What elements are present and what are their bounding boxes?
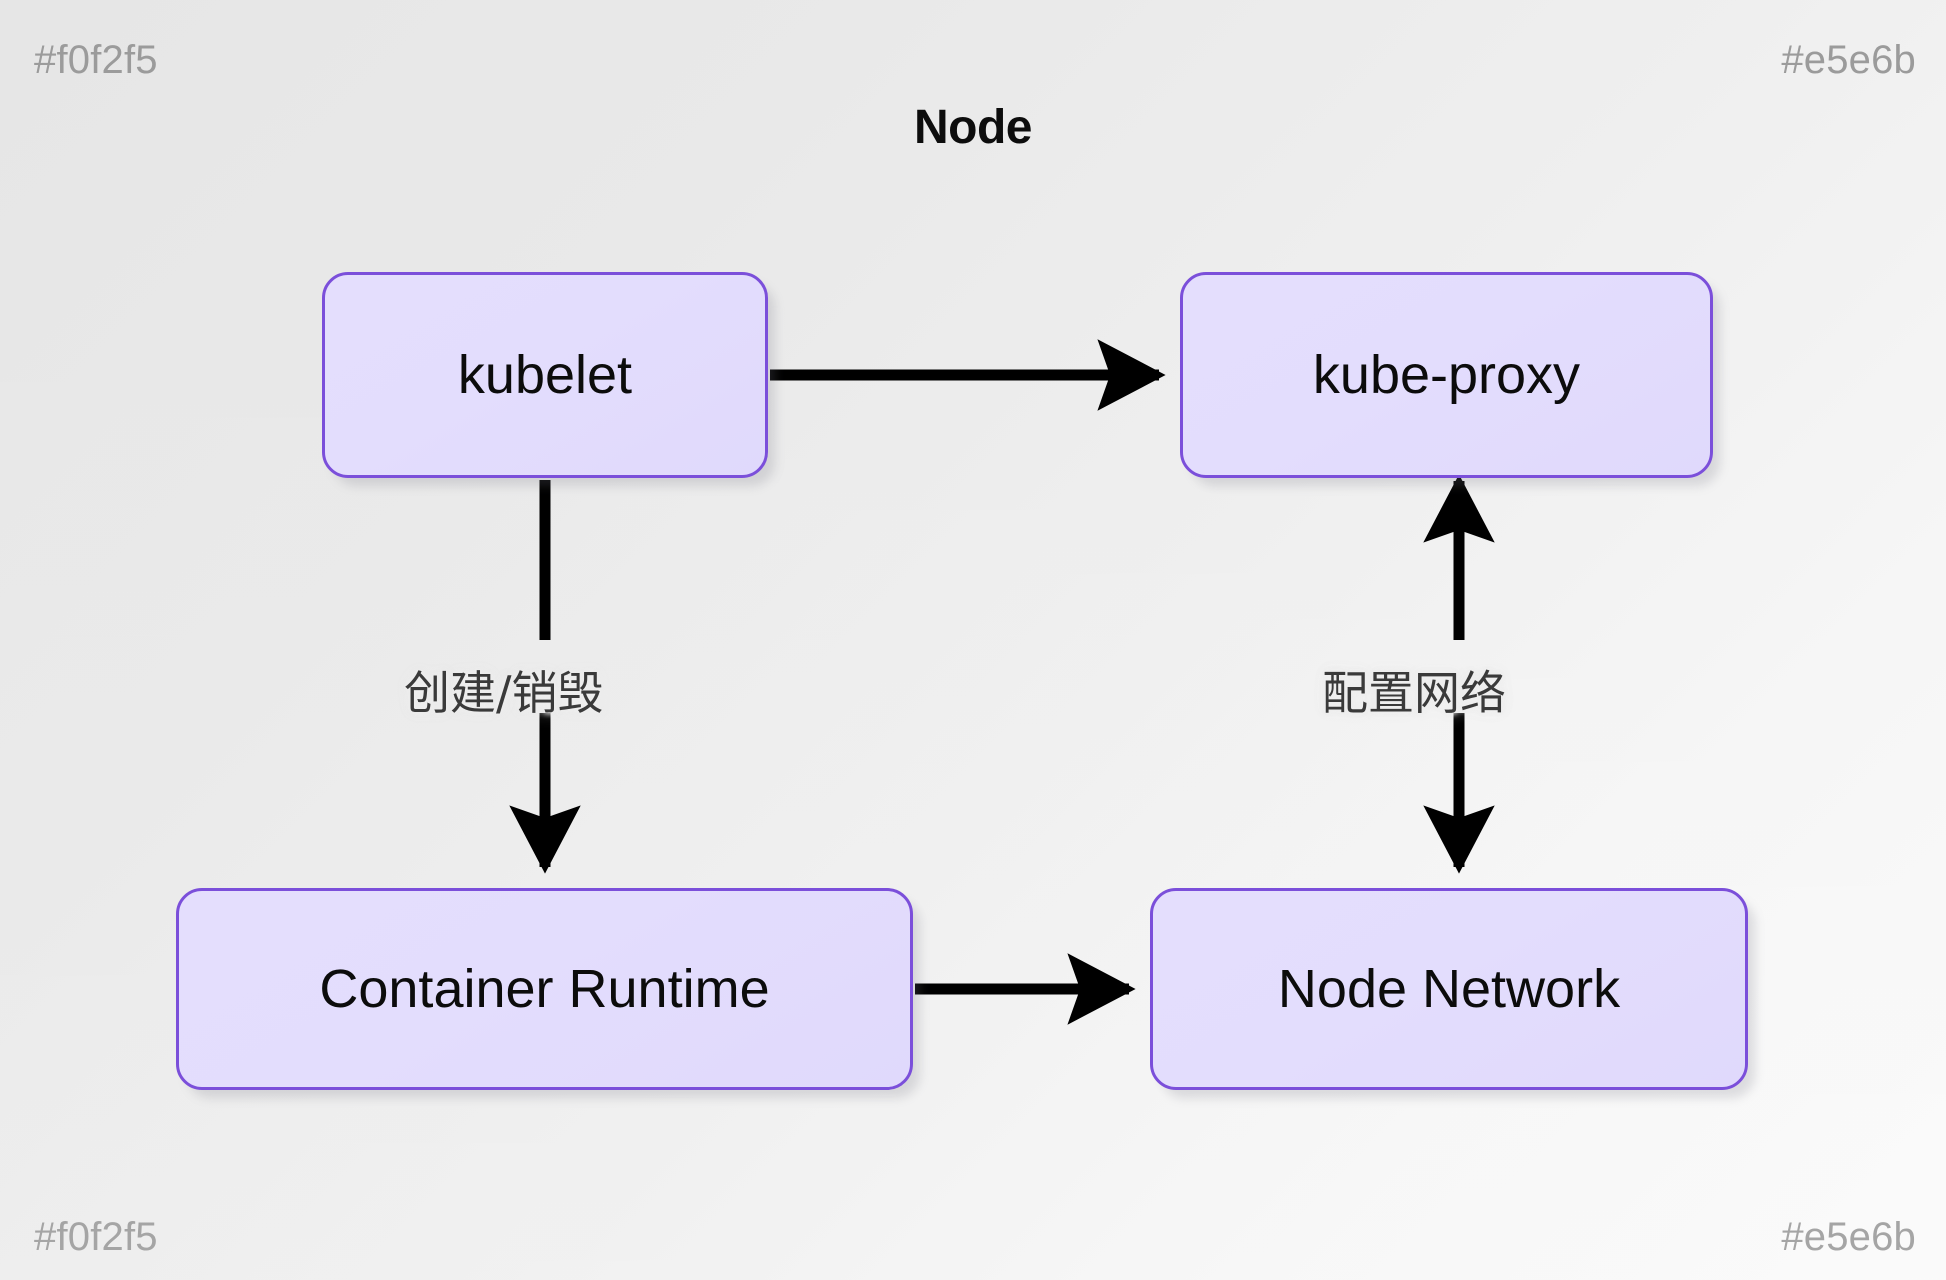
node-node-network-label: Node Network xyxy=(1277,959,1621,1019)
diagram-title: Node xyxy=(914,101,1033,154)
node-kube-proxy[interactable]: kube-proxy xyxy=(1180,272,1713,478)
watermark-bottom-left: #f0f2f5 xyxy=(34,1215,158,1259)
node-kube-proxy-label: kube-proxy xyxy=(1312,345,1581,405)
watermark-top-left: #f0f2f5 xyxy=(34,38,158,82)
watermark-bottom-right: #e5e6b xyxy=(1781,1215,1916,1259)
node-container-runtime[interactable]: Container Runtime xyxy=(176,888,913,1090)
node-kubelet-label: kubelet xyxy=(457,345,633,405)
node-container-runtime-label: Container Runtime xyxy=(319,959,770,1019)
watermark-top-right: #e5e6b xyxy=(1781,38,1916,82)
node-kubelet[interactable]: kubelet xyxy=(322,272,768,478)
edge-label-configure-network: 配置网络 xyxy=(1322,666,1506,720)
edge-label-create-destroy: 创建/销毁 xyxy=(404,666,604,720)
node-node-network[interactable]: Node Network xyxy=(1150,888,1748,1090)
